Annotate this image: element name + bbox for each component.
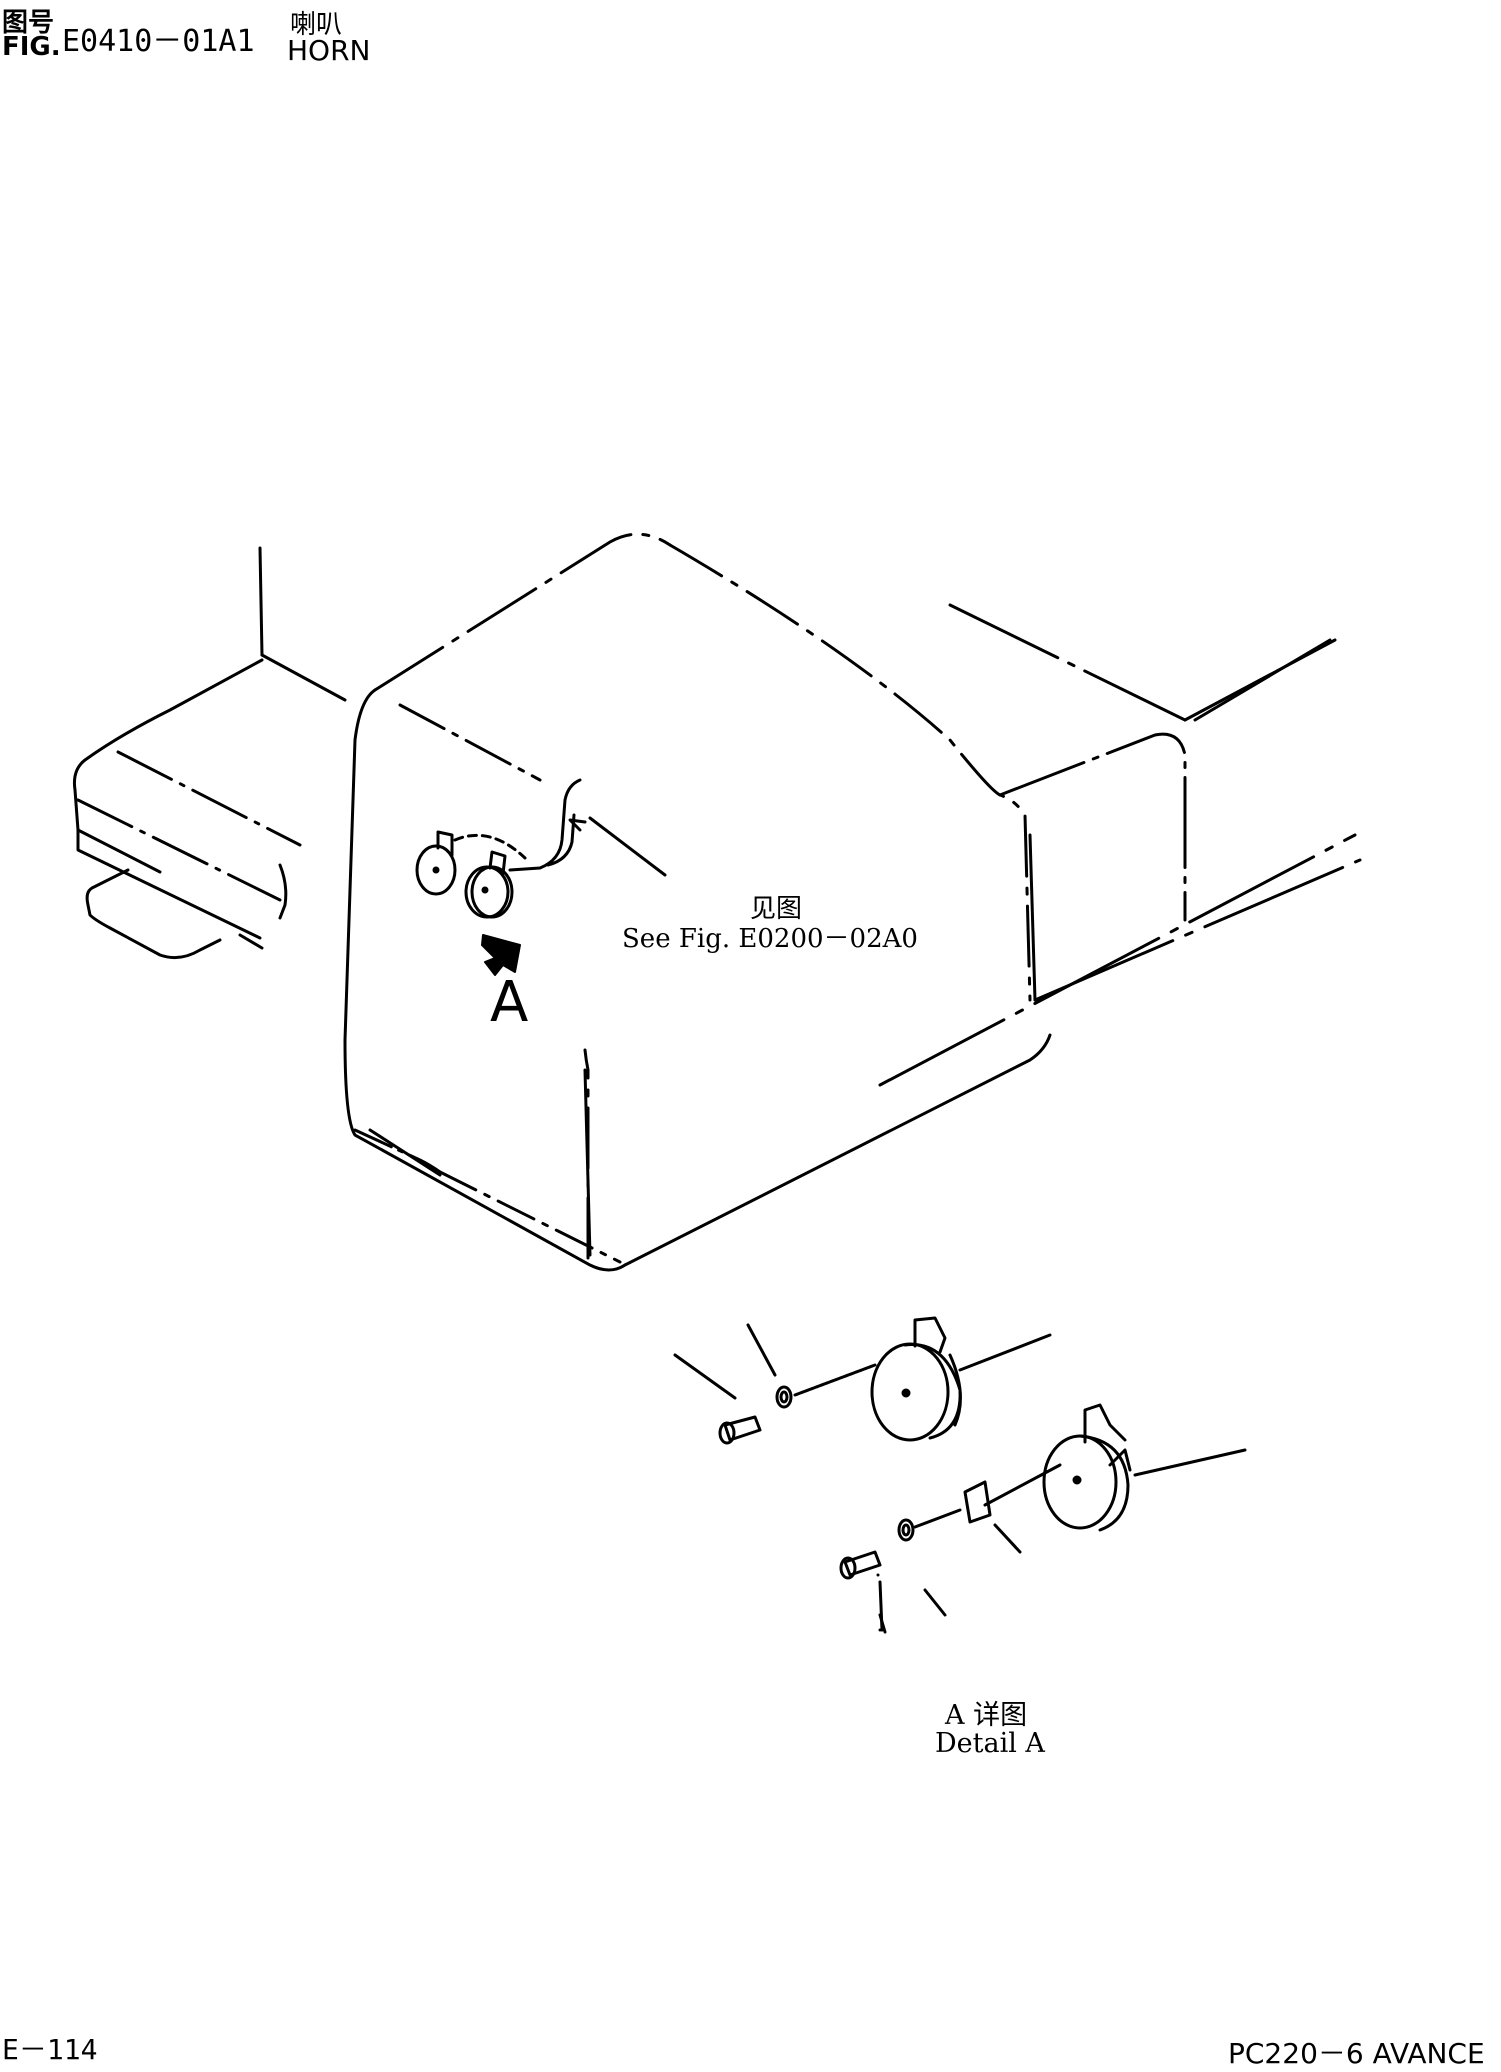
fig-label-cn: 图号 <box>2 8 55 38</box>
page-number: E－114 <box>2 2033 98 2066</box>
see-figure-cn: 见图 <box>750 894 803 924</box>
fig-number: E0410－01A1 <box>62 24 255 59</box>
detail-a-exploded-view <box>673 1316 1247 1634</box>
fig-label-en: FIG. <box>2 32 61 62</box>
left-frame-outline <box>73 546 347 960</box>
see-figure-reference: See Fig. E0200－02A0 <box>622 924 918 954</box>
horn-assembly-on-machine <box>415 778 667 919</box>
title-en: HORN <box>287 34 371 67</box>
rear-frame-lines <box>878 603 1362 1087</box>
view-a-arrow <box>481 934 521 976</box>
engine-hood-cover <box>343 532 1187 1272</box>
model-name: PC220－6 AVANCE <box>1228 2037 1485 2070</box>
detail-a-label-cn: A 详图 <box>945 1700 1028 1731</box>
title-cn: 喇叭 <box>290 10 343 40</box>
detail-a-label-en: Detail A <box>935 1728 1045 1759</box>
view-a-label: A <box>490 970 529 1035</box>
